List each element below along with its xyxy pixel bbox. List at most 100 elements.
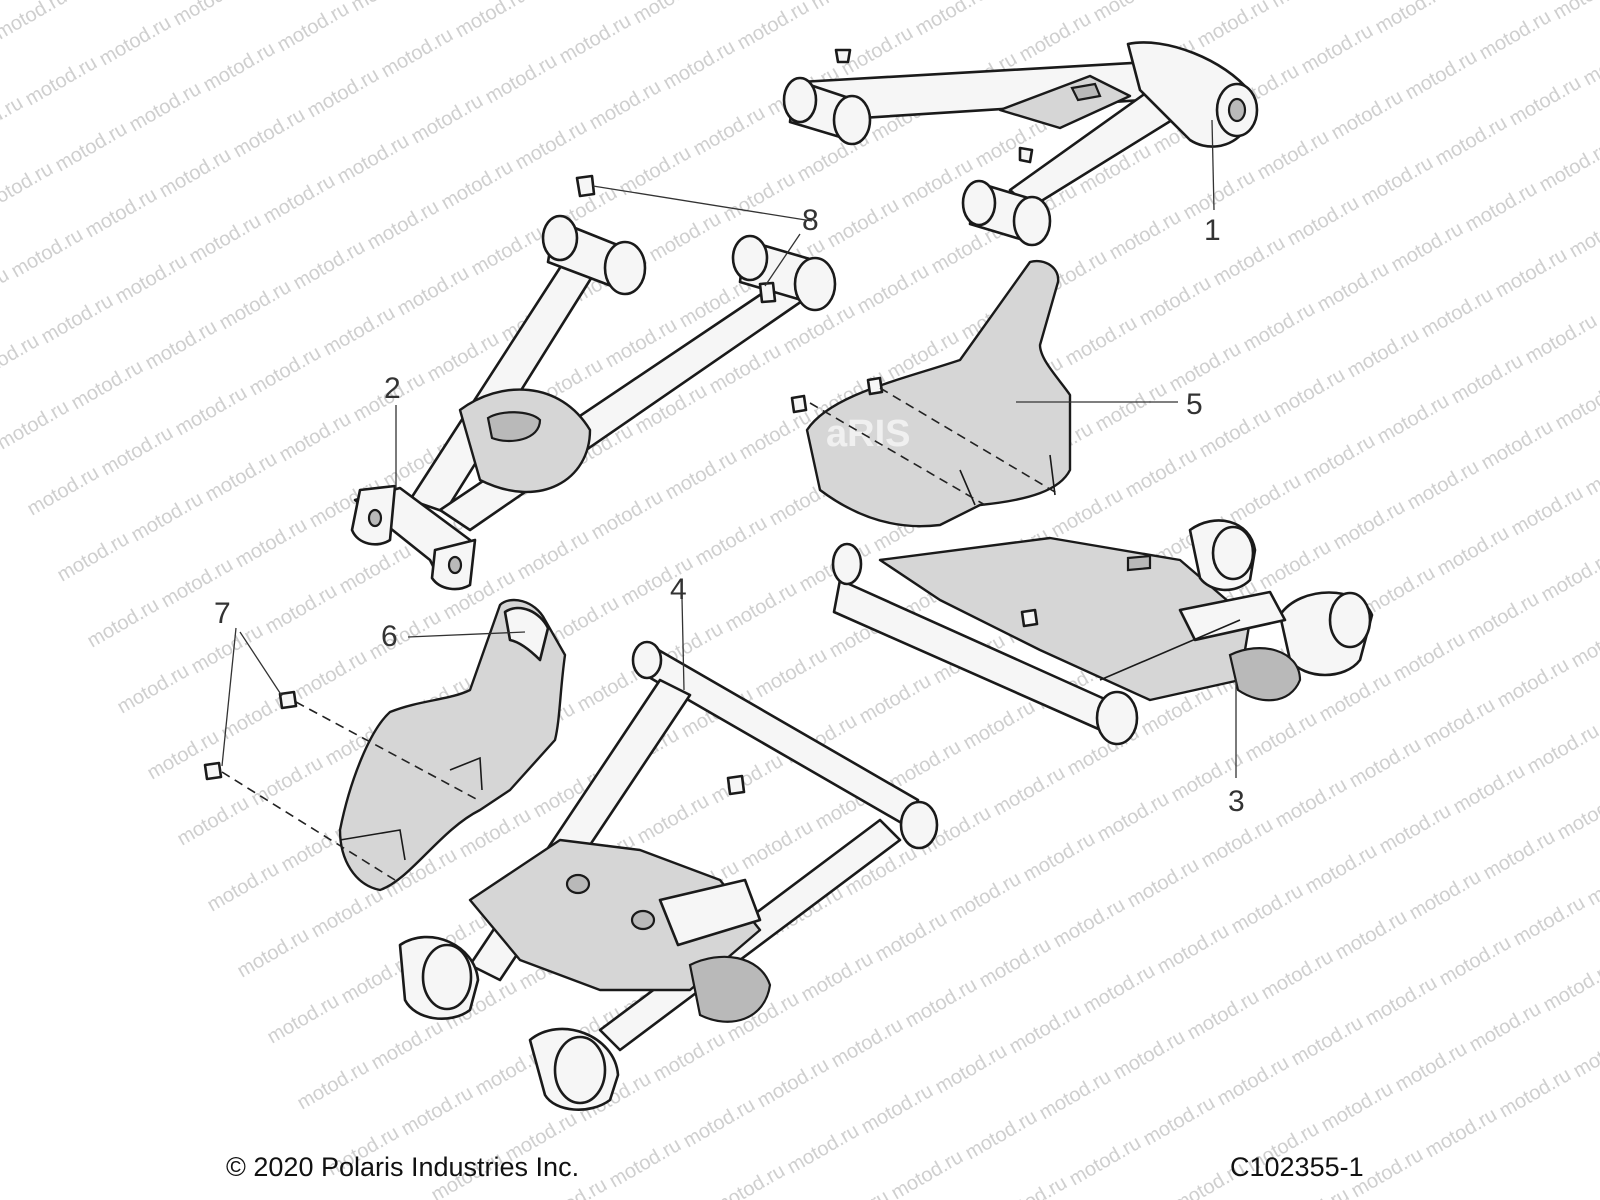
watermark-text: motod.ru xyxy=(1478,416,1557,475)
watermark-text: motod.ru xyxy=(1376,800,1455,859)
watermark-text: motod.ru xyxy=(1036,1066,1115,1125)
grease-fitting-top-left xyxy=(575,174,596,198)
watermark-text: motod.ru xyxy=(946,868,1025,927)
watermark-text: motod.ru xyxy=(824,194,903,253)
watermark-text: motod.ru xyxy=(1110,1026,1189,1085)
watermark-text: motod.ru xyxy=(1240,298,1319,357)
watermark-text: motod.ru xyxy=(736,406,815,465)
watermark-text: motod.ru xyxy=(142,316,221,375)
watermark-text: motod.ru xyxy=(84,594,163,653)
watermark-text: motod.ru xyxy=(1124,854,1203,913)
watermark-text: motod.ru xyxy=(1268,0,1347,12)
watermark-text: motod.ru xyxy=(0,330,43,389)
watermark-text: motod.ru xyxy=(1198,814,1277,873)
watermark-text: motod.ru xyxy=(886,736,965,795)
watermark-text: motod.ru xyxy=(1392,1038,1471,1097)
watermark-text: motod.ru xyxy=(366,606,445,665)
watermark-text: motod.ru xyxy=(174,792,253,851)
watermark-text: motod.ru xyxy=(710,1160,789,1200)
watermark-text: motod.ru xyxy=(1270,364,1349,423)
watermark-text: motod.ru xyxy=(126,78,205,137)
watermark-text: motod.ru xyxy=(1582,442,1600,501)
watermark-text: motod.ru xyxy=(1418,284,1497,343)
watermark-text: motod.ru xyxy=(1524,720,1600,779)
watermark-text: motod.ru xyxy=(1284,192,1363,251)
watermark-text: motod.ru xyxy=(204,858,283,917)
watermark-text: motod.ru xyxy=(784,1120,863,1179)
watermark-text: motod.ru xyxy=(0,158,57,217)
watermark-text: motod.ru xyxy=(1406,866,1485,925)
watermark-text: motod.ru xyxy=(856,670,935,729)
watermark-text: motod.ru xyxy=(634,790,713,849)
watermark-text: motod.ru xyxy=(708,750,787,809)
watermark-text: motod.ru xyxy=(1318,1078,1397,1137)
watermark-text: motod.ru xyxy=(1448,350,1527,409)
watermark-text: motod.ru xyxy=(8,224,87,283)
watermark-text: motod.ru xyxy=(1554,786,1600,845)
watermark-text: motod.ru xyxy=(1020,828,1099,887)
watermark-text: motod.ru xyxy=(246,342,325,401)
watermark-text: motod.ru xyxy=(304,64,383,123)
watermark-text: motod.ru xyxy=(606,1134,685,1193)
watermark-text: motod.ru xyxy=(556,10,635,69)
callout-4: 4 xyxy=(670,573,687,606)
watermark-text: motod.ru xyxy=(1580,32,1600,91)
watermark-text: motod.ru xyxy=(290,236,369,295)
watermark-text: motod.ru xyxy=(408,90,487,149)
watermark-text: motod.ru xyxy=(1228,880,1307,939)
watermark-text: motod.ru xyxy=(960,696,1039,755)
watermark-text: motod.ru xyxy=(1494,654,1573,713)
watermark-text: motod.ru xyxy=(722,578,801,637)
watermark-text: motod.ru xyxy=(398,1082,477,1141)
callout-2: 2 xyxy=(384,372,401,405)
watermark-text: motod.ru xyxy=(1522,310,1600,369)
watermark-text: motod.ru xyxy=(186,210,265,269)
watermark-text: motod.ru xyxy=(1298,20,1377,79)
leader-lines xyxy=(221,119,1237,778)
watermark-text: motod.ru xyxy=(1300,430,1379,489)
watermark-text: motod.ru xyxy=(334,130,413,189)
cv-guard-right: aRIS xyxy=(805,259,1072,528)
watermark-text: motod.ru xyxy=(1090,0,1169,26)
a-arm-lower-left xyxy=(398,640,939,1111)
watermark-text: motod.ru xyxy=(294,1056,373,1115)
watermark-text: motod.ru xyxy=(680,1094,759,1153)
watermark-text: motod.ru xyxy=(1464,588,1543,647)
watermark-text: motod.ru xyxy=(1388,218,1467,277)
watermark-text: motod.ru xyxy=(1450,760,1529,819)
watermark-text: motod.ru xyxy=(888,1146,967,1200)
watermark-text: motod.ru xyxy=(232,514,311,573)
watermark-text: motod.ru xyxy=(1194,0,1273,52)
watermark-text: motod.ru xyxy=(68,356,147,415)
watermark-text: motod.ru xyxy=(1016,8,1095,67)
callout-7: 7 xyxy=(214,597,231,630)
screw-7b xyxy=(203,761,223,781)
watermark-text: motod.ru xyxy=(1466,998,1545,1057)
cv-guard-left xyxy=(338,598,567,892)
watermark-text: motod.ru xyxy=(1094,788,1173,847)
watermark-text: motod.ru xyxy=(128,488,207,547)
watermark-text: motod.ru xyxy=(1584,852,1600,911)
watermark-text: motod.ru xyxy=(738,816,817,875)
watermark-text: motod.ru xyxy=(1358,152,1437,211)
watermark-text: motod.ru xyxy=(1256,536,1335,595)
watermark-text: motod.ru xyxy=(814,1186,893,1200)
watermark-text: motod.ru xyxy=(1254,126,1333,185)
watermark-text: motod.ru xyxy=(230,104,309,163)
watermark-text: motod.ru xyxy=(690,102,769,161)
watermark-text: motod.ru xyxy=(588,486,667,545)
watermark-text: motod.ru xyxy=(1420,694,1499,753)
watermark-text: motod.ru xyxy=(482,50,561,109)
watermark-text: motod.ru xyxy=(38,290,117,349)
watermark-text: motod.ru xyxy=(96,12,175,71)
watermark-text: motod.ru xyxy=(1480,826,1559,885)
screw-5a xyxy=(866,376,884,396)
watermark-text: motod.ru xyxy=(808,0,887,14)
watermark-text: motod.ru xyxy=(858,1080,937,1139)
watermark-text: motod.ru xyxy=(0,92,27,151)
watermark-text: motod.ru xyxy=(976,934,1055,993)
watermark-text: motod.ru xyxy=(1328,86,1407,145)
watermark-text: motod.ru xyxy=(1210,232,1289,291)
watermark-text: motod.ru xyxy=(962,1106,1041,1165)
